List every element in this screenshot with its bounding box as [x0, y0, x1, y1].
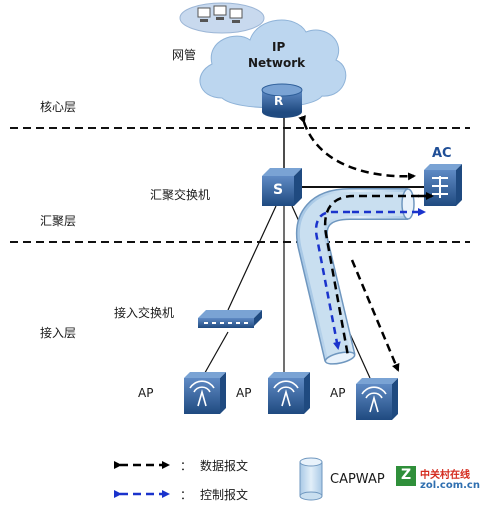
- aggregation-switch-letter: S: [273, 182, 284, 198]
- ap-label-1: AP: [138, 386, 154, 400]
- access-switch-to-ap1-link: [201, 331, 229, 379]
- nms-label: 网管: [172, 48, 197, 62]
- ip-network-cloud: [199, 19, 347, 109]
- ac-label: AC: [432, 146, 452, 161]
- switch-to-access-switch-link: [227, 205, 277, 311]
- core-layer-label: 核心层: [40, 100, 77, 114]
- ap-icon-1: [184, 372, 226, 414]
- watermark-line1: 中关村在线: [420, 470, 470, 481]
- watermark-letter: Z: [401, 467, 412, 483]
- aggregation-layer-label: 汇聚层: [40, 214, 77, 228]
- ap-icon-3: [356, 378, 398, 420]
- ip-network-label-line2: Network: [248, 56, 306, 70]
- legend-control-separator: ：: [180, 488, 193, 502]
- access-switch-icon: [198, 310, 262, 328]
- ip-network-label-line1: IP: [272, 40, 286, 54]
- capwap-tunnel: [296, 188, 415, 365]
- ap-label-2: AP: [236, 386, 252, 400]
- aggregation-switch-icon: [262, 168, 302, 206]
- access-switch-label: 接入交换机: [114, 306, 175, 320]
- control-message-arrow: [314, 210, 350, 350]
- router-icon: [261, 83, 303, 118]
- access-layer-label: 接入层: [40, 326, 77, 340]
- nms-cloud-icon: [179, 2, 265, 34]
- data-message-router-ac-arrow: [298, 115, 416, 181]
- router-letter: R: [274, 94, 284, 108]
- aggregation-switch-label: 汇聚交换机: [150, 188, 211, 202]
- ap-icon-2: [268, 372, 310, 414]
- legend-data-separator: ：: [180, 459, 193, 473]
- ap-label-3: AP: [330, 386, 346, 400]
- legend-capwap-tube-icon: [299, 457, 323, 501]
- zol-watermark-logo: [396, 466, 416, 486]
- ac-controller-icon: [424, 164, 462, 206]
- legend-data-label: 数据报文: [200, 459, 249, 473]
- data-message-tunnel-arrow: [323, 194, 432, 357]
- watermark-line2: zol.com.cn: [420, 480, 480, 491]
- legend-capwap-label: CAPWAP: [330, 472, 385, 487]
- data-message-tunnel-arrow-tail: [350, 259, 400, 372]
- legend-control-label: 控制报文: [200, 488, 249, 502]
